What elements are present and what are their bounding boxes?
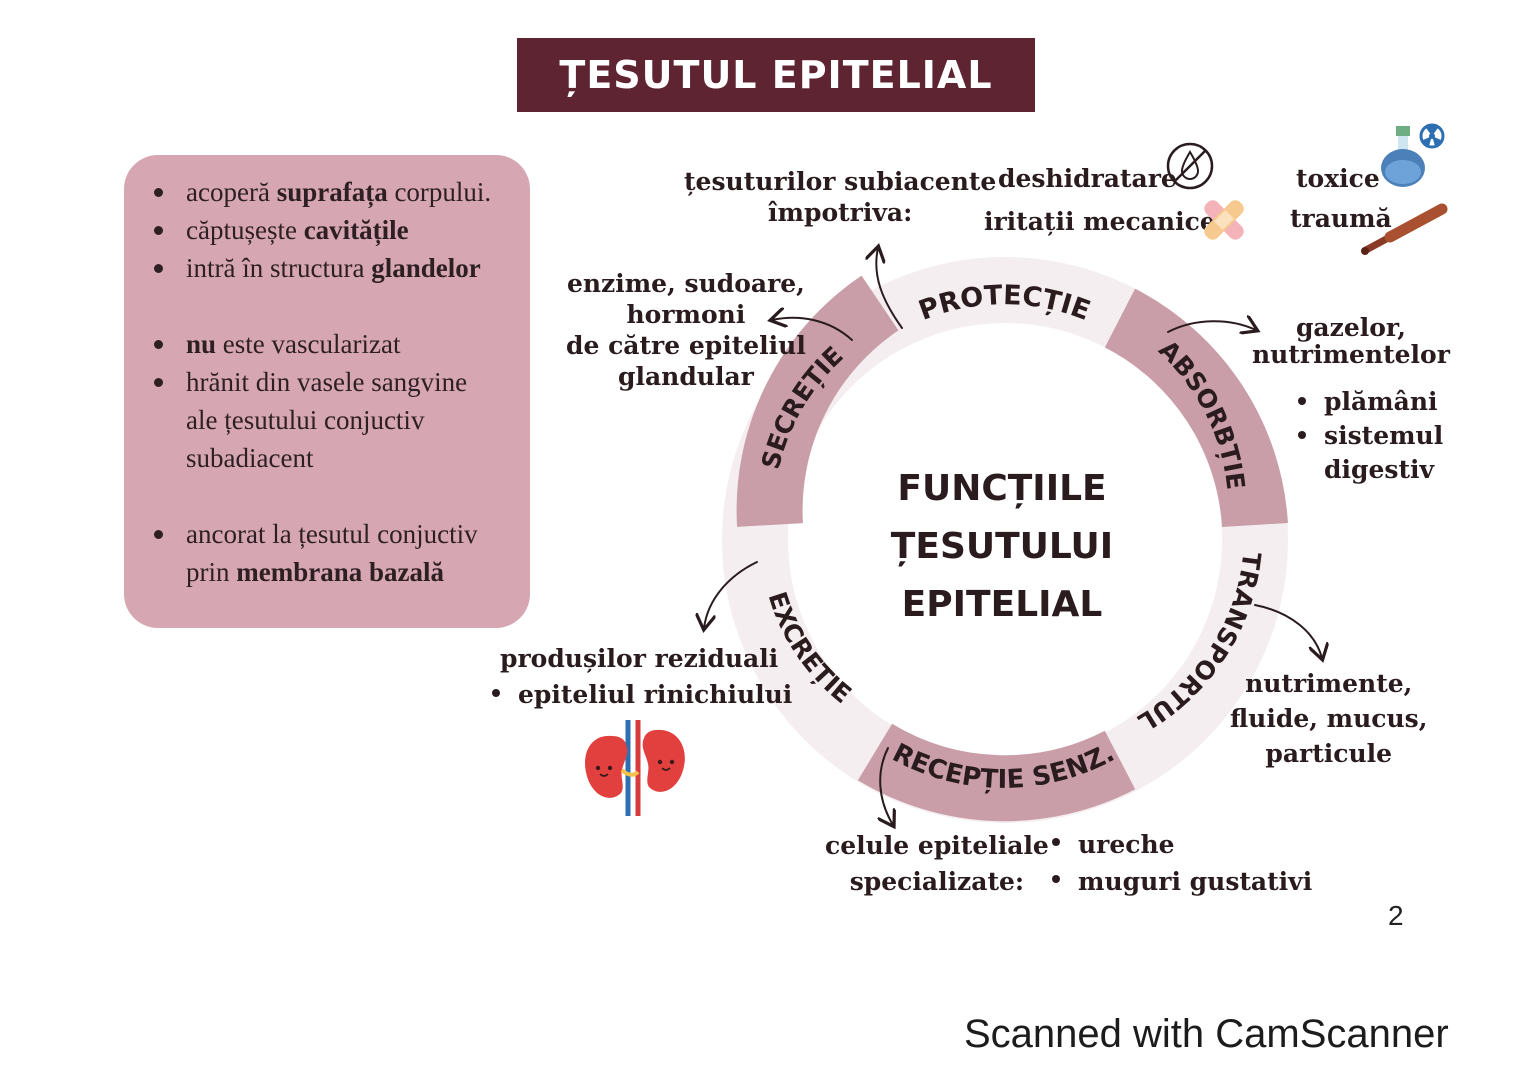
segment-receptie	[857, 723, 1136, 822]
arrow-transportul	[1254, 604, 1322, 658]
info-item: hrănit din vasele sangvine ale țesutului…	[148, 363, 520, 477]
protectie-item-trauma: traumă	[1290, 204, 1392, 233]
arrow-excretie	[704, 561, 758, 628]
arrow-protectie	[876, 248, 903, 329]
protectie-label: țesuturilor subiacente împotriva:	[684, 167, 997, 227]
segment-absorbtie	[1104, 288, 1288, 528]
info-item: ancorat la țesutul conjuctiv prin membra…	[148, 515, 520, 591]
toxic-flask-icon	[1381, 123, 1445, 187]
no-water-icon	[1166, 142, 1214, 190]
arrow-absorbtie	[1167, 321, 1256, 332]
arrow-secretie	[772, 318, 853, 341]
excretie-list: epiteliul rinichiului	[484, 677, 792, 713]
secretie-label: enzime, sudoare, hormoni de către epitel…	[566, 269, 806, 391]
segment-secretie	[736, 275, 899, 527]
receptie-list: ureche muguri gustativi	[1044, 826, 1312, 900]
protectie-item-iritatii: iritații mecanice	[984, 207, 1216, 236]
receptie-label: celule epiteliale specializate:	[825, 831, 1049, 896]
kidneys-icon	[585, 720, 685, 816]
page-number: 2	[1388, 900, 1404, 931]
bandage-icon	[1204, 200, 1244, 240]
protectie-item-deshidratare: deshidratare	[998, 164, 1177, 193]
baseball-bat-icon	[1361, 203, 1448, 255]
center-title: FUNCȚIILE ȚESUTULUI EPITELIAL	[890, 468, 1114, 625]
info-item: căptușește cavitățile	[148, 211, 520, 249]
transportul-label: nutrimente, fluide, mucus, particule	[1230, 669, 1428, 768]
absorbtie-list: plămâni sistemul digestiv	[1290, 385, 1443, 487]
info-item: intră în structura glandelor	[148, 249, 520, 287]
page-title: ȚESUTUL EPITELIAL	[517, 38, 1035, 112]
info-box: acoperă suprafața corpului. căptușește c…	[124, 155, 530, 628]
excretie-label: produșilor reziduali	[500, 644, 779, 673]
protectie-item-toxice: toxice	[1296, 164, 1380, 193]
absorbtie-label: gazelor, nutrimentelor	[1252, 313, 1450, 369]
info-item: acoperă suprafața corpului.	[148, 173, 520, 211]
watermark: Scanned with CamScanner	[964, 1012, 1449, 1056]
arrow-receptie	[880, 747, 893, 825]
info-item: nu este vascularizat	[148, 325, 520, 363]
